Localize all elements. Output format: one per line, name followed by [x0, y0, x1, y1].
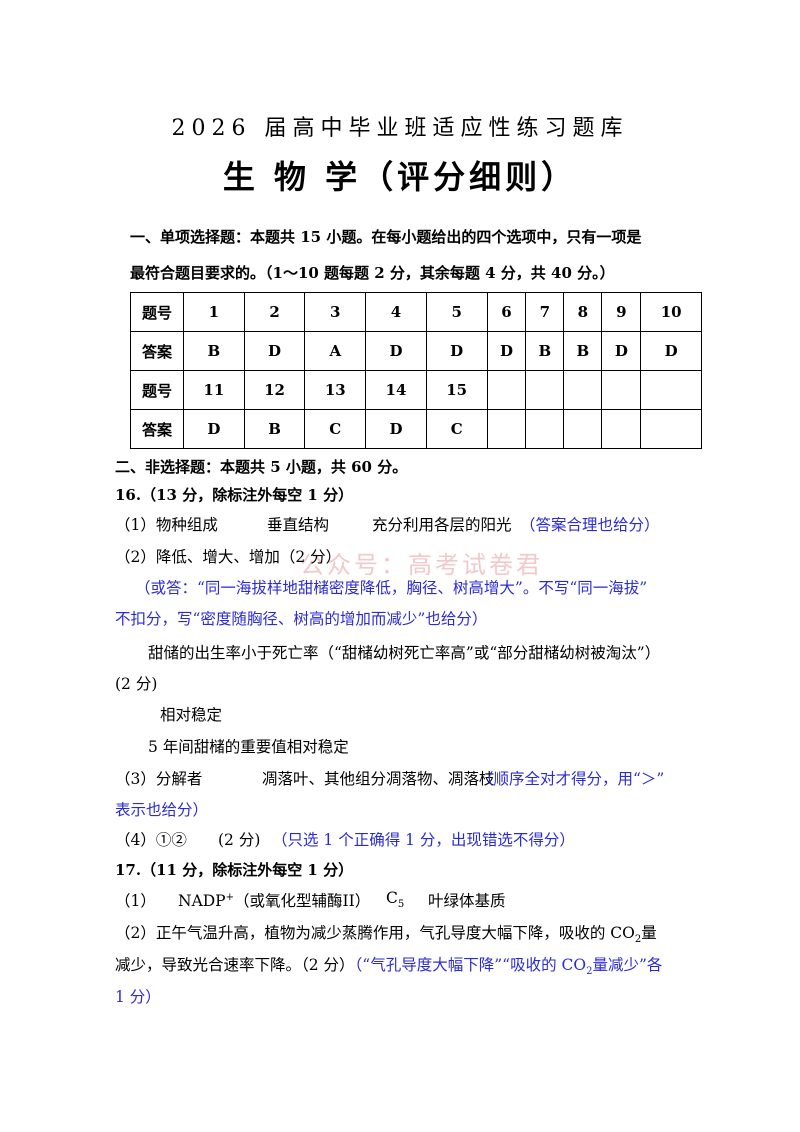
q16-part3-note-b: 表示也给分）: [115, 801, 209, 819]
table-cell: B: [183, 331, 245, 371]
table-cell: D: [365, 331, 427, 371]
q16-part4-note: （只选 1 个正确得 1 分，出现错选不得分）: [272, 831, 575, 849]
table-cell: D: [486, 331, 527, 371]
subscript: 2: [586, 966, 593, 978]
table-cell: 15: [425, 370, 488, 410]
table-cell: 10: [640, 292, 702, 332]
exam-title: 2026 届高中毕业班适应性练习题库: [171, 116, 629, 141]
table-cell: B: [525, 331, 565, 371]
table-cell: B: [243, 409, 306, 449]
table-cell: [486, 409, 527, 449]
table-cell: [563, 409, 603, 449]
section1-heading-b: 最符合题目要求的。（1～10 题每题 2 分，其余每题 4 分，共 40 分。）: [130, 264, 615, 282]
text-span: 减少，导致光合速率下降。（2 分）: [115, 956, 355, 974]
q17-part2-note-b: 1 分）: [115, 988, 161, 1006]
table-row: 答案 B D A D D D B B D D: [130, 331, 702, 371]
table-cell: [525, 409, 565, 449]
table-cell: D: [425, 331, 488, 371]
table-cell: D: [365, 409, 427, 449]
table-cell: 4: [365, 292, 427, 332]
q16-part2-line3b: (2 分): [115, 675, 158, 693]
q16-part2-note-b: 不扣分，写“密度随胸径、树高的增加而减少”也给分）: [115, 610, 488, 628]
q16-title: 16.（13 分，除标注外每空 1 分）: [115, 486, 354, 504]
q17-part1-answer-c: 叶绿体基质: [428, 892, 506, 910]
table-cell: C: [425, 409, 488, 449]
q17-part1-answer-a: NADP+（或氧化型辅酶II）: [178, 889, 370, 911]
watermark: 公众号：高考试卷君: [300, 551, 543, 579]
table-cell: [601, 370, 642, 410]
q17-part2-line-a: （2）正午气温升高，植物为减少蒸腾作用，气孔导度大幅下降，吸收的 CO2量: [115, 921, 657, 945]
table-cell: 7: [525, 292, 565, 332]
q17-part2-line-b: 减少，导致光合速率下降。（2 分）（“气孔导度大幅下降”“吸收的 CO2量减少”…: [115, 953, 662, 977]
row-label: 题号: [130, 370, 184, 410]
q16-part4-label: （4）①②: [115, 831, 187, 849]
q16-part2-label: （2）降低、增大、增加（2 分）: [115, 548, 342, 566]
q16-part2-line3: 甜储的出生率小于死亡率（“甜槠幼树死亡率高”或“部分甜槠幼树被淘汰”）: [148, 644, 661, 662]
text-span: C: [386, 889, 398, 907]
table-cell: D: [640, 331, 702, 371]
table-cell: A: [304, 331, 367, 371]
q16-part4-score: (2 分): [218, 831, 261, 849]
table-cell: [525, 370, 565, 410]
table-cell: 3: [304, 292, 367, 332]
table-row: 题号 1 2 3 4 5 6 7 8 9 10: [130, 292, 702, 332]
q16-part3-label: （3）分解者: [115, 770, 203, 788]
text-span: 量: [641, 924, 657, 942]
q17-part1-answer-b: C5: [386, 889, 404, 910]
table-cell: 13: [304, 370, 367, 410]
q16-part2-note-a: （或答：“同一海拔样地甜槠密度降低，胸径、树高增大”。不写“同一海拔”: [135, 579, 648, 597]
row-label: 答案: [130, 331, 184, 371]
table-cell: 8: [563, 292, 603, 332]
table-cell: 9: [601, 292, 642, 332]
table-cell: D: [183, 409, 245, 449]
q17-title: 17.（11 分，除标注外每空 1 分）: [115, 861, 354, 879]
q16-part1-answer-c: 充分利用各层的阳光: [372, 516, 512, 534]
q16-part1-note: （答案合理也给分）: [520, 516, 660, 534]
q16-part2-line4: 相对稳定: [160, 706, 223, 724]
table-cell: B: [563, 331, 603, 371]
table-cell: [486, 370, 527, 410]
answer-table: 题号 1 2 3 4 5 6 7 8 9 10 答案 B D A D D D B…: [130, 292, 702, 449]
table-cell: 14: [365, 370, 427, 410]
q16-part2-line5: 5 年间甜槠的重要值相对稳定: [148, 738, 349, 756]
text-span: （“气孔导度大幅下降”“吸收的 CO: [354, 956, 587, 974]
text-span: （或氧化型辅酶II）: [234, 892, 371, 910]
q17-part1-label: （1）: [115, 892, 156, 910]
section2-heading: 二、非选择题：本题共 5 小题，共 60 分。: [115, 458, 408, 476]
table-cell: 5: [425, 292, 488, 332]
table-cell: [640, 370, 702, 410]
table-cell: [640, 409, 702, 449]
text-span: NADP: [178, 892, 226, 910]
table-cell: 12: [243, 370, 306, 410]
table-cell: 2: [243, 292, 306, 332]
text-span: 量减少”各: [592, 956, 663, 974]
table-cell: [563, 370, 603, 410]
q16-part1-answer-b: 垂直结构: [267, 516, 330, 534]
q16-part3-note-a: （顺序全对才得分，用“＞”: [478, 770, 665, 788]
table-cell: [601, 409, 642, 449]
table-row: 答案 D B C D C: [130, 409, 702, 449]
table-cell: D: [601, 331, 642, 371]
table-cell: 11: [183, 370, 245, 410]
table-cell: 1: [183, 292, 245, 332]
table-cell: 6: [486, 292, 527, 332]
q16-part1-label: （1）物种组成: [115, 516, 218, 534]
subscript: 5: [397, 899, 405, 911]
table-row: 题号 11 12 13 14 15: [130, 370, 702, 410]
row-label: 题号: [130, 292, 184, 332]
subscript: 2: [634, 934, 642, 946]
q16-part3-answer: 凋落叶、其他组分凋落物、凋落枝: [262, 770, 495, 788]
q17-part2-note: （“气孔导度大幅下降”“吸收的 CO2量减少”各: [354, 956, 663, 978]
text-span: （2）正午气温升高，植物为减少蒸腾作用，气孔导度大幅下降，吸收的 CO: [115, 924, 635, 942]
subject-title: 生 物 学（评分细则）: [222, 158, 578, 196]
table-cell: C: [304, 409, 367, 449]
table-cell: D: [243, 331, 306, 371]
superscript: +: [225, 891, 235, 903]
row-label: 答案: [130, 409, 184, 449]
section1-heading-a: 一、单项选择题：本题共 15 小题。在每小题给出的四个选项中，只有一项是: [130, 228, 642, 246]
